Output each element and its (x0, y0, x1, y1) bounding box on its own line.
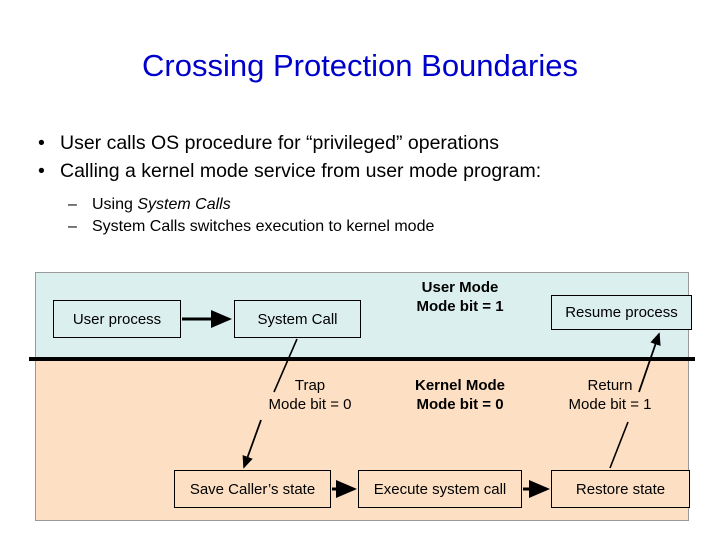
return-label: Return Mode bit = 1 (530, 376, 690, 414)
box-restore-state-label: Restore state (575, 480, 666, 498)
kernel-mode-label-line2: Mode bit = 0 (416, 396, 504, 413)
box-system-call-label: System Call (257, 310, 338, 328)
bullet-text-1: User calls OS procedure for “privileged”… (60, 132, 499, 154)
box-restore-state[interactable]: Restore state (551, 470, 690, 508)
trap-label: Trap Mode bit = 0 (230, 376, 390, 414)
mode-boundary-line (29, 357, 695, 361)
return-label-line2: Mode bit = 1 (568, 396, 652, 413)
box-execute-system-call[interactable]: Execute system call (358, 470, 522, 508)
bullet-list: • User calls OS procedure for “privilege… (30, 130, 700, 238)
page-title: Crossing Protection Boundaries (142, 48, 578, 83)
mode-transition-diagram: User Mode Mode bit = 1 Kernel Mode Mode … (29, 272, 695, 522)
box-user-process[interactable]: User process (53, 300, 181, 338)
kernel-mode-label: Kernel Mode Mode bit = 0 (380, 376, 540, 414)
trap-label-line2: Mode bit = 0 (268, 396, 352, 413)
bullet-marker-icon: • (38, 132, 45, 154)
dash-marker-icon: – (68, 218, 77, 235)
sub-bullet-text-1-emphasis: System Calls (137, 196, 231, 213)
box-save-callers-state[interactable]: Save Caller’s state (174, 470, 331, 508)
box-user-process-label: User process (72, 310, 162, 328)
user-mode-label-line1: User Mode (421, 279, 499, 296)
sub-bullet-text-1-prefix: Using (92, 196, 138, 213)
box-resume-process-label: Resume process (565, 304, 678, 321)
box-resume-process[interactable]: Resume process (551, 295, 692, 330)
return-label-line1: Return (587, 377, 633, 394)
bullet-text-2: Calling a kernel mode service from user … (60, 160, 542, 182)
user-mode-label: User Mode Mode bit = 1 (380, 278, 540, 316)
kernel-mode-label-line1: Kernel Mode (414, 377, 505, 394)
sub-bullet-item-2: – System Calls switches execution to ker… (30, 216, 700, 238)
bullet-marker-icon: • (38, 160, 45, 182)
trap-label-line1: Trap (294, 377, 326, 394)
user-mode-label-line2: Mode bit = 1 (416, 298, 504, 315)
box-save-callers-state-label: Save Caller’s state (189, 480, 316, 498)
bullet-item-2: • Calling a kernel mode service from use… (30, 158, 700, 184)
box-execute-system-call-label: Execute system call (373, 480, 507, 498)
sub-bullet-item-1: – Using System Calls (30, 194, 700, 216)
dash-marker-icon: – (68, 196, 77, 213)
bullet-item-1: • User calls OS procedure for “privilege… (30, 130, 700, 156)
sub-bullet-text-2: System Calls switches execution to kerne… (92, 218, 435, 235)
box-system-call[interactable]: System Call (234, 300, 361, 338)
